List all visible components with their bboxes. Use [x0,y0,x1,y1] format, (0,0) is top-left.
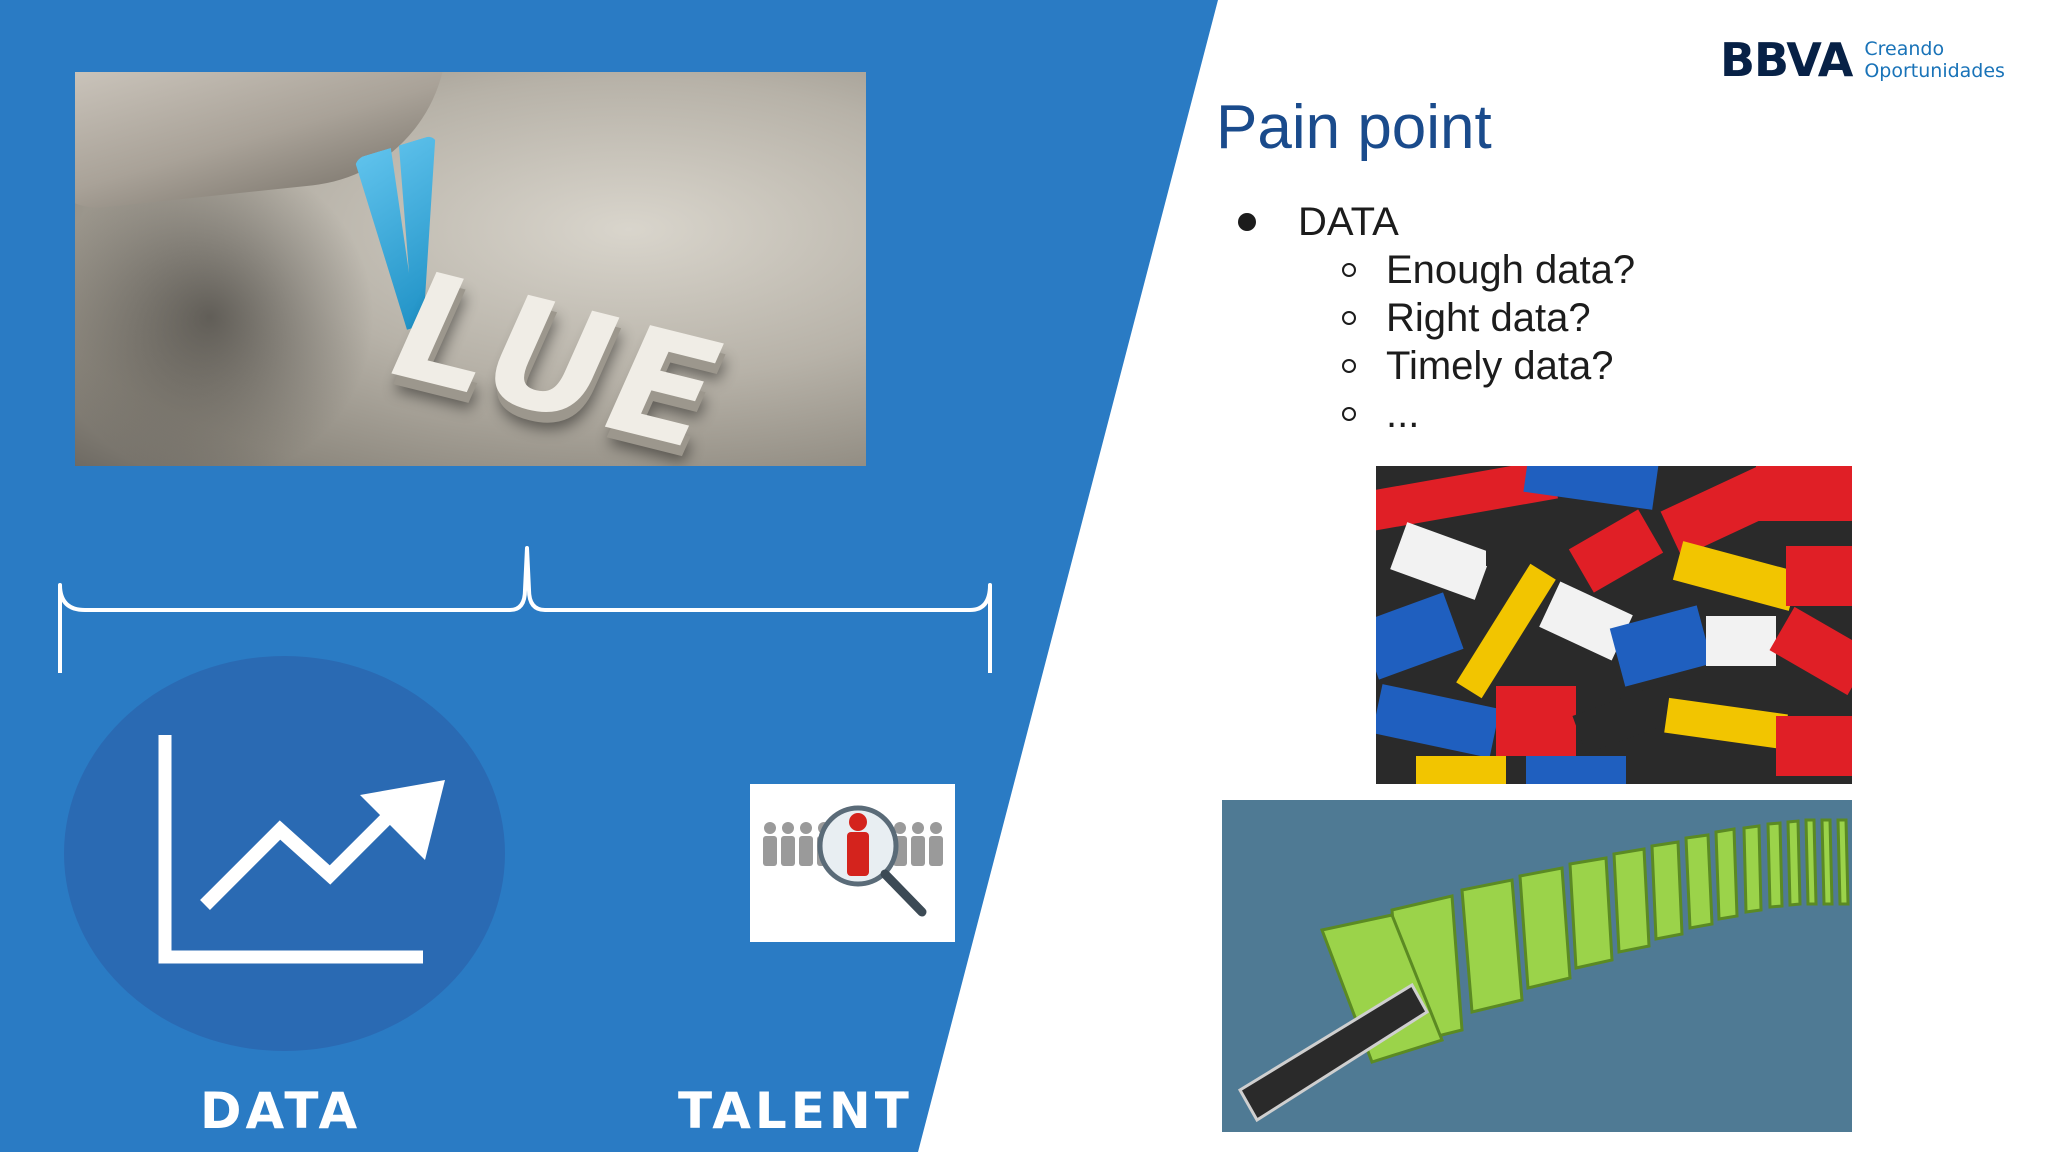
bullet-list: DATA Enough data? Right data? Timely dat… [1238,198,1635,438]
hollow-circle-icon [1342,407,1356,421]
sub-bullet-label: Timely data? [1386,343,1614,388]
slide-title: Pain point [1216,93,1492,162]
pillar-label-data: DATA [200,1082,362,1140]
bullet-item: DATA Enough data? Right data? Timely dat… [1238,198,1635,438]
hollow-circle-icon [1342,263,1356,277]
bullet-dot-icon [1238,213,1256,231]
hollow-circle-icon [1342,359,1356,373]
trend-chart-icon [158,735,445,964]
logo-tagline-line2: Oportunidades [1864,60,2005,82]
sub-bullet-list: Enough data? Right data? Timely data? ..… [1238,246,1635,438]
sub-bullet-label: Enough data? [1386,247,1636,292]
pillar-label-talent: TALENT [678,1082,913,1140]
bullet-label: DATA [1298,199,1399,244]
sub-bullet-item: Enough data? [1342,246,1635,294]
sub-bullet-label: ... [1386,391,1420,436]
logo-wordmark: BBVA [1720,33,1853,87]
curly-brace [58,546,992,673]
value-word: LUE [363,242,752,466]
logo-tagline: Creando Oportunidades [1864,38,2005,82]
sub-bullet-item: Timely data? [1342,342,1635,390]
data-circle [64,656,505,1051]
hollow-circle-icon [1342,311,1356,325]
domino-effect-photo [1222,800,1852,1132]
value-photo: LUE [75,72,866,466]
logo-tagline-line1: Creando [1864,38,1945,60]
sub-bullet-label: Right data? [1386,295,1591,340]
people-search-icon [750,784,955,942]
sub-bullet-item: ... [1342,390,1635,438]
sub-bullet-item: Right data? [1342,294,1635,342]
bbva-logo: BBVA Creando Oportunidades [1720,30,2005,90]
lego-bricks-photo [1376,466,1852,784]
